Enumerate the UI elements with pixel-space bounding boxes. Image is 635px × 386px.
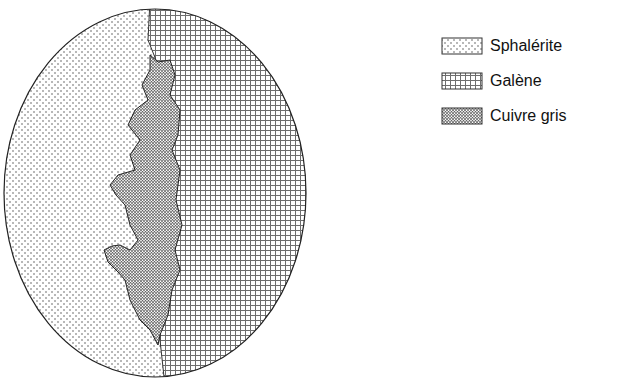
section-outline	[4, 9, 306, 377]
legend-label: Sphalérite	[490, 37, 562, 55]
sphalerite-region	[0, 0, 320, 386]
legend-swatch	[442, 38, 482, 54]
legend-swatch	[442, 73, 482, 89]
legend-label: Cuivre gris	[490, 107, 566, 125]
legend-label: Galène	[490, 72, 542, 90]
legend-swatch	[442, 108, 482, 124]
tetrahedrite-region	[104, 55, 182, 345]
